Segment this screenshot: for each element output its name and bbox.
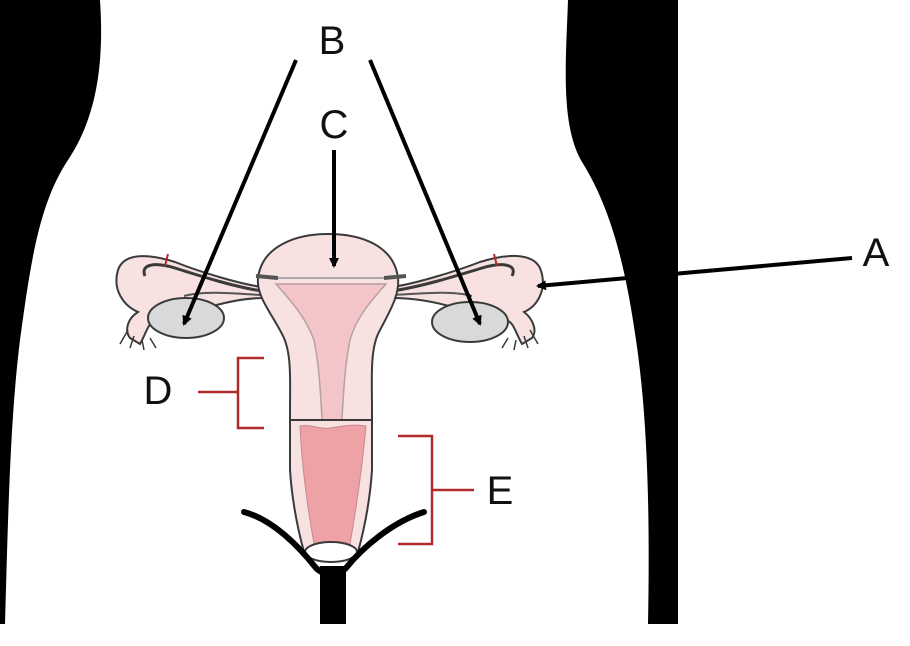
label-b: B [319,19,346,63]
left-fimbriae [119,329,157,351]
right-tube-lumen [391,263,515,293]
left-tube-junction [255,274,279,280]
bracket-d [198,356,264,430]
arrow-b-right [368,59,482,326]
left-tube-lumen [142,263,263,293]
left-tube-mark [164,253,169,267]
right-tube-mark [493,253,498,267]
torso-silhouette [0,0,678,624]
vaginal-opening [304,541,358,563]
right-tube-lumen-inner [391,291,473,297]
label-e: E [487,469,514,513]
right-tube-junction [383,274,407,280]
right-fimbriae [501,329,539,351]
arrow-b-left [182,59,298,326]
label-c: C [320,103,349,147]
bracket-e [398,434,474,546]
label-a: A [863,231,890,275]
vaginal-canal [299,424,367,545]
leg-gap [320,566,346,624]
label-d: D [144,369,173,413]
left-tube-lumen-inner [183,291,263,297]
right-ovary [431,301,509,343]
arrow-a [536,256,853,291]
